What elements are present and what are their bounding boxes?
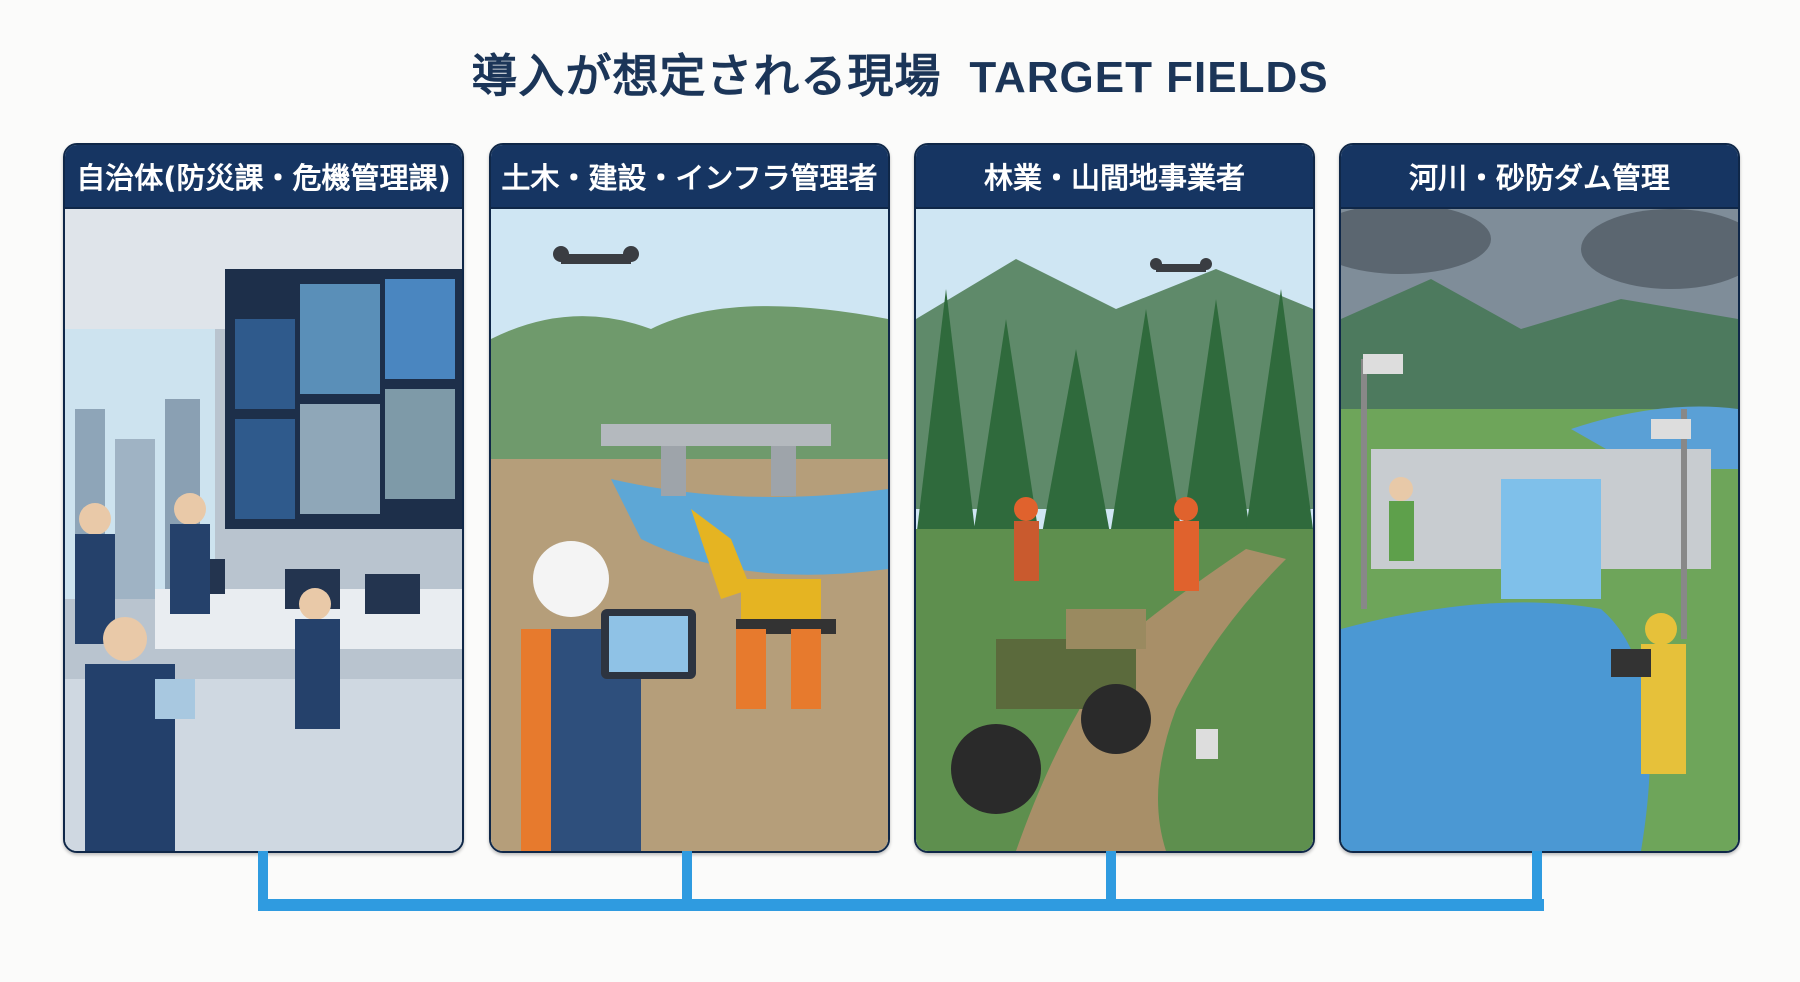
connector-line-3 — [1106, 851, 1116, 906]
panel-forestry: 林業・山間地事業者 — [914, 143, 1315, 853]
construction-illustration — [491, 209, 888, 851]
page-title: 導入が想定される現場 TARGET FIELDS — [0, 40, 1800, 106]
panel-header: 林業・山間地事業者 — [916, 145, 1313, 209]
panel-construction: 土木・建設・インフラ管理者 — [489, 143, 890, 853]
control-room-illustration — [65, 209, 462, 851]
connector-bar — [258, 899, 1544, 911]
panel-header: 自治体(防災課・危機管理課) — [65, 145, 462, 209]
panel-municipality: 自治体(防災課・危機管理課) — [63, 143, 464, 853]
title-en: TARGET FIELDS — [969, 53, 1329, 102]
river-dam-illustration — [1341, 209, 1738, 851]
panel-header: 土木・建設・インフラ管理者 — [491, 145, 888, 209]
connector-line-4 — [1532, 851, 1542, 906]
panel-river-dam: 河川・砂防ダム管理 — [1339, 143, 1740, 853]
connector-line-1 — [258, 851, 268, 906]
title-ja: 導入が想定される現場 — [471, 49, 942, 103]
panel-header: 河川・砂防ダム管理 — [1341, 145, 1738, 209]
connector-line-2 — [682, 851, 692, 906]
forestry-illustration — [916, 209, 1313, 851]
